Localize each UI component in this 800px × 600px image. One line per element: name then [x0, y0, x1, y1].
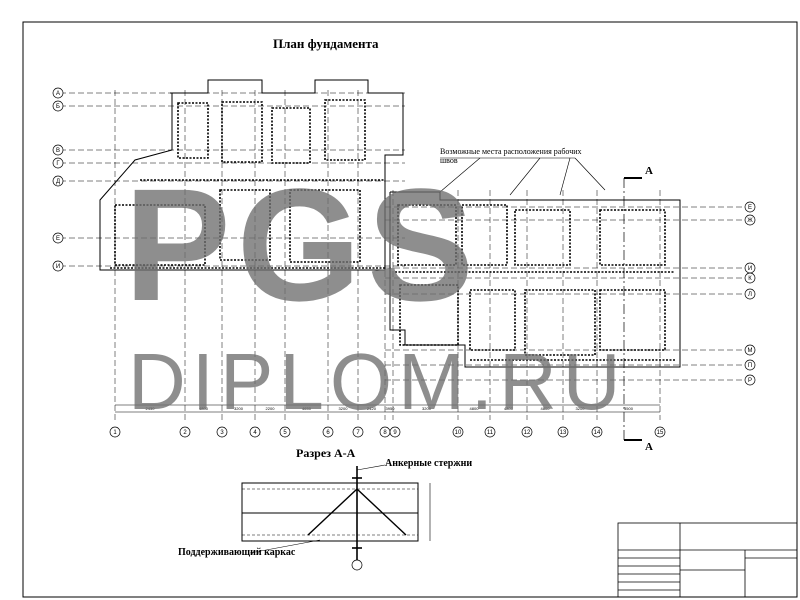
axis-label-bottom: 11 — [487, 430, 494, 436]
row-axis-lines — [60, 92, 748, 381]
dimension-value: 3950 — [386, 406, 396, 411]
seams-note: Возможные места расположения рабочих шво… — [440, 147, 582, 165]
axis-label-left: А — [56, 91, 60, 97]
dimension-value: 3200 — [422, 406, 432, 411]
sheet-frame — [22, 21, 798, 598]
dimension-value: 3200 — [576, 406, 586, 411]
axis-label-bottom: 14 — [594, 430, 601, 436]
axis-label-bottom: 2 — [183, 430, 187, 436]
axis-label-bottom: 6 — [326, 430, 330, 436]
dimension-value: 2430 — [146, 406, 156, 411]
axis-label-bottom: 8 — [383, 430, 387, 436]
dimension-value: 4800 — [504, 406, 514, 411]
title-block — [617, 522, 798, 598]
axis-label-left: И — [56, 264, 60, 270]
section-detail — [241, 464, 431, 571]
axis-label-left: Е — [56, 236, 60, 242]
dimension-value: 4800 — [470, 406, 480, 411]
dimension-value: 2200 — [266, 406, 276, 411]
axis-label-right: Р — [748, 378, 752, 384]
plan-title: План фундамента — [273, 36, 379, 51]
section-mark-bottom: А — [645, 441, 653, 453]
axis-label-left: В — [56, 148, 60, 154]
axis-bubbles-right — [744, 201, 756, 386]
axis-label-bottom: 10 — [455, 430, 462, 436]
dimension-value: 3200 — [339, 406, 349, 411]
axis-bubbles-bottom — [109, 426, 666, 438]
section-mark-top: А — [645, 165, 653, 177]
axis-label-bottom: 15 — [657, 430, 664, 436]
foundation-strips-east — [395, 204, 675, 361]
dimension-value: 4800 — [199, 406, 209, 411]
seams-note-line1: Возможные места расположения рабочих — [440, 147, 582, 156]
axis-label-bottom: 7 — [356, 430, 360, 436]
anchor-rods-note: Анкерные стержни — [385, 458, 473, 469]
dimension-value: 4800 — [541, 406, 551, 411]
axis-label-bottom: 1 — [113, 430, 117, 436]
axis-label-bottom: 9 — [393, 430, 397, 436]
axis-label-bottom: 4 — [253, 430, 257, 436]
axis-label-right: М — [748, 348, 753, 354]
axis-label-right: Ж — [747, 218, 753, 224]
axis-label-bottom: 5 — [283, 430, 287, 436]
seams-note-line2: швов — [440, 156, 458, 165]
axis-label-right: Е — [748, 205, 752, 211]
axis-label-right: Л — [748, 292, 752, 298]
column-axis-lines — [114, 90, 661, 420]
axis-label-left: Г — [56, 161, 60, 167]
support-frame-note: Поддерживающий каркас — [178, 547, 296, 558]
axis-label-right: И — [748, 266, 752, 272]
axis-label-left: Д — [56, 179, 60, 185]
axis-bubbles-left — [52, 87, 64, 272]
seam-leader-lines — [439, 157, 606, 196]
dimension-value: 2420 — [367, 406, 377, 411]
watermark-site: DIPLOM.RU — [128, 337, 627, 426]
axis-label-right: К — [748, 276, 752, 282]
axis-label-bottom: 13 — [560, 430, 567, 436]
dimension-line-bottom — [115, 404, 660, 413]
axis-label-bottom: 12 — [524, 430, 531, 436]
section-cut-line — [623, 177, 642, 441]
axis-label-bottom: 3 — [220, 430, 224, 436]
dimension-value: 4650 — [302, 406, 312, 411]
dimension-value: 3500 — [624, 406, 634, 411]
dimension-value: 3200 — [234, 406, 244, 411]
axis-label-left: Б — [56, 104, 60, 110]
watermark-logo: PGS — [124, 155, 480, 334]
section-title: Разрез А-А — [296, 446, 356, 460]
axis-label-right: П — [748, 363, 752, 369]
